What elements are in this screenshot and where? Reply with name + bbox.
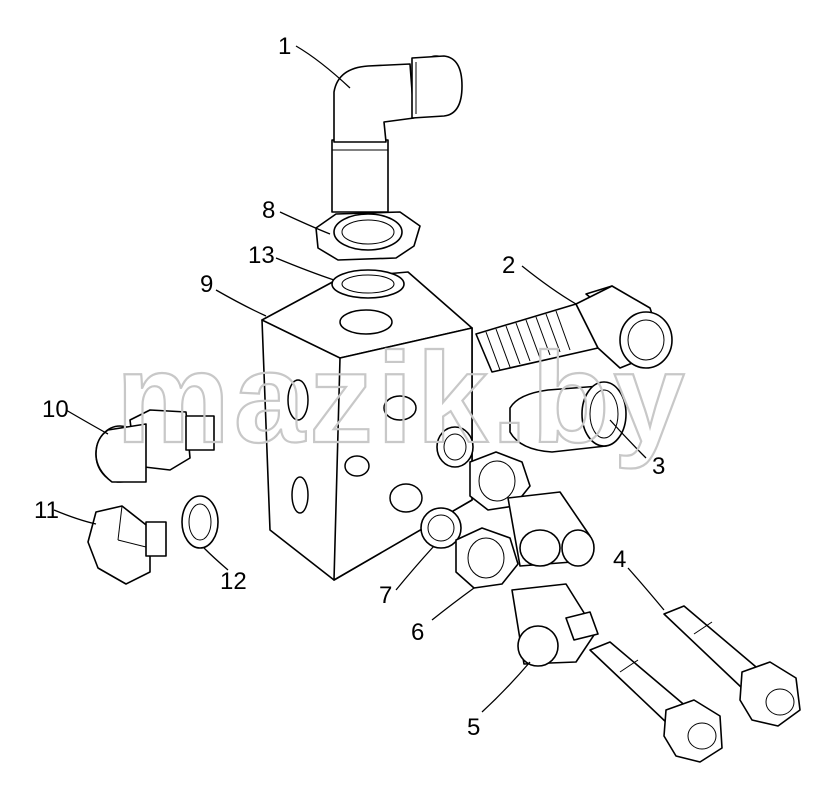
hex-nut-top [315, 211, 421, 261]
washer-12 [181, 495, 219, 549]
o-ring-top [331, 269, 405, 299]
callout-6: 6 [411, 619, 424, 646]
callout-1: 1 [278, 33, 291, 60]
plug-10 [95, 409, 215, 483]
callout-11: 11 [34, 497, 59, 524]
callout-7: 7 [379, 582, 392, 609]
valve-block [261, 271, 473, 581]
callout-5: 5 [467, 714, 480, 741]
callout-4: 4 [613, 546, 626, 573]
leader-lines [53, 45, 665, 713]
callouts: 1 2 3 4 5 6 7 8 9 10 11 12 13 [34, 33, 665, 741]
fitting-3 [509, 381, 627, 453]
callout-3: 3 [652, 453, 665, 480]
callout-12: 12 [220, 568, 247, 595]
hex-plug-11 [87, 505, 167, 585]
callout-10: 10 [42, 396, 69, 423]
callout-13: 13 [248, 242, 275, 269]
tee-fitting-lower [511, 583, 599, 667]
callout-2: 2 [502, 252, 515, 279]
washer-7-upper [436, 426, 474, 468]
nut-6-lower [455, 527, 519, 589]
elbow-fitting [331, 55, 463, 213]
washer-7-lower [420, 507, 462, 549]
threaded-elbow-fitting [475, 285, 673, 373]
tee-fitting-upper [507, 491, 595, 567]
bolt-upper [663, 605, 801, 727]
watermark-text: mazik.by [116, 327, 689, 470]
callout-8: 8 [262, 197, 275, 224]
bolt-lower [589, 641, 723, 763]
callout-9: 9 [200, 271, 213, 298]
